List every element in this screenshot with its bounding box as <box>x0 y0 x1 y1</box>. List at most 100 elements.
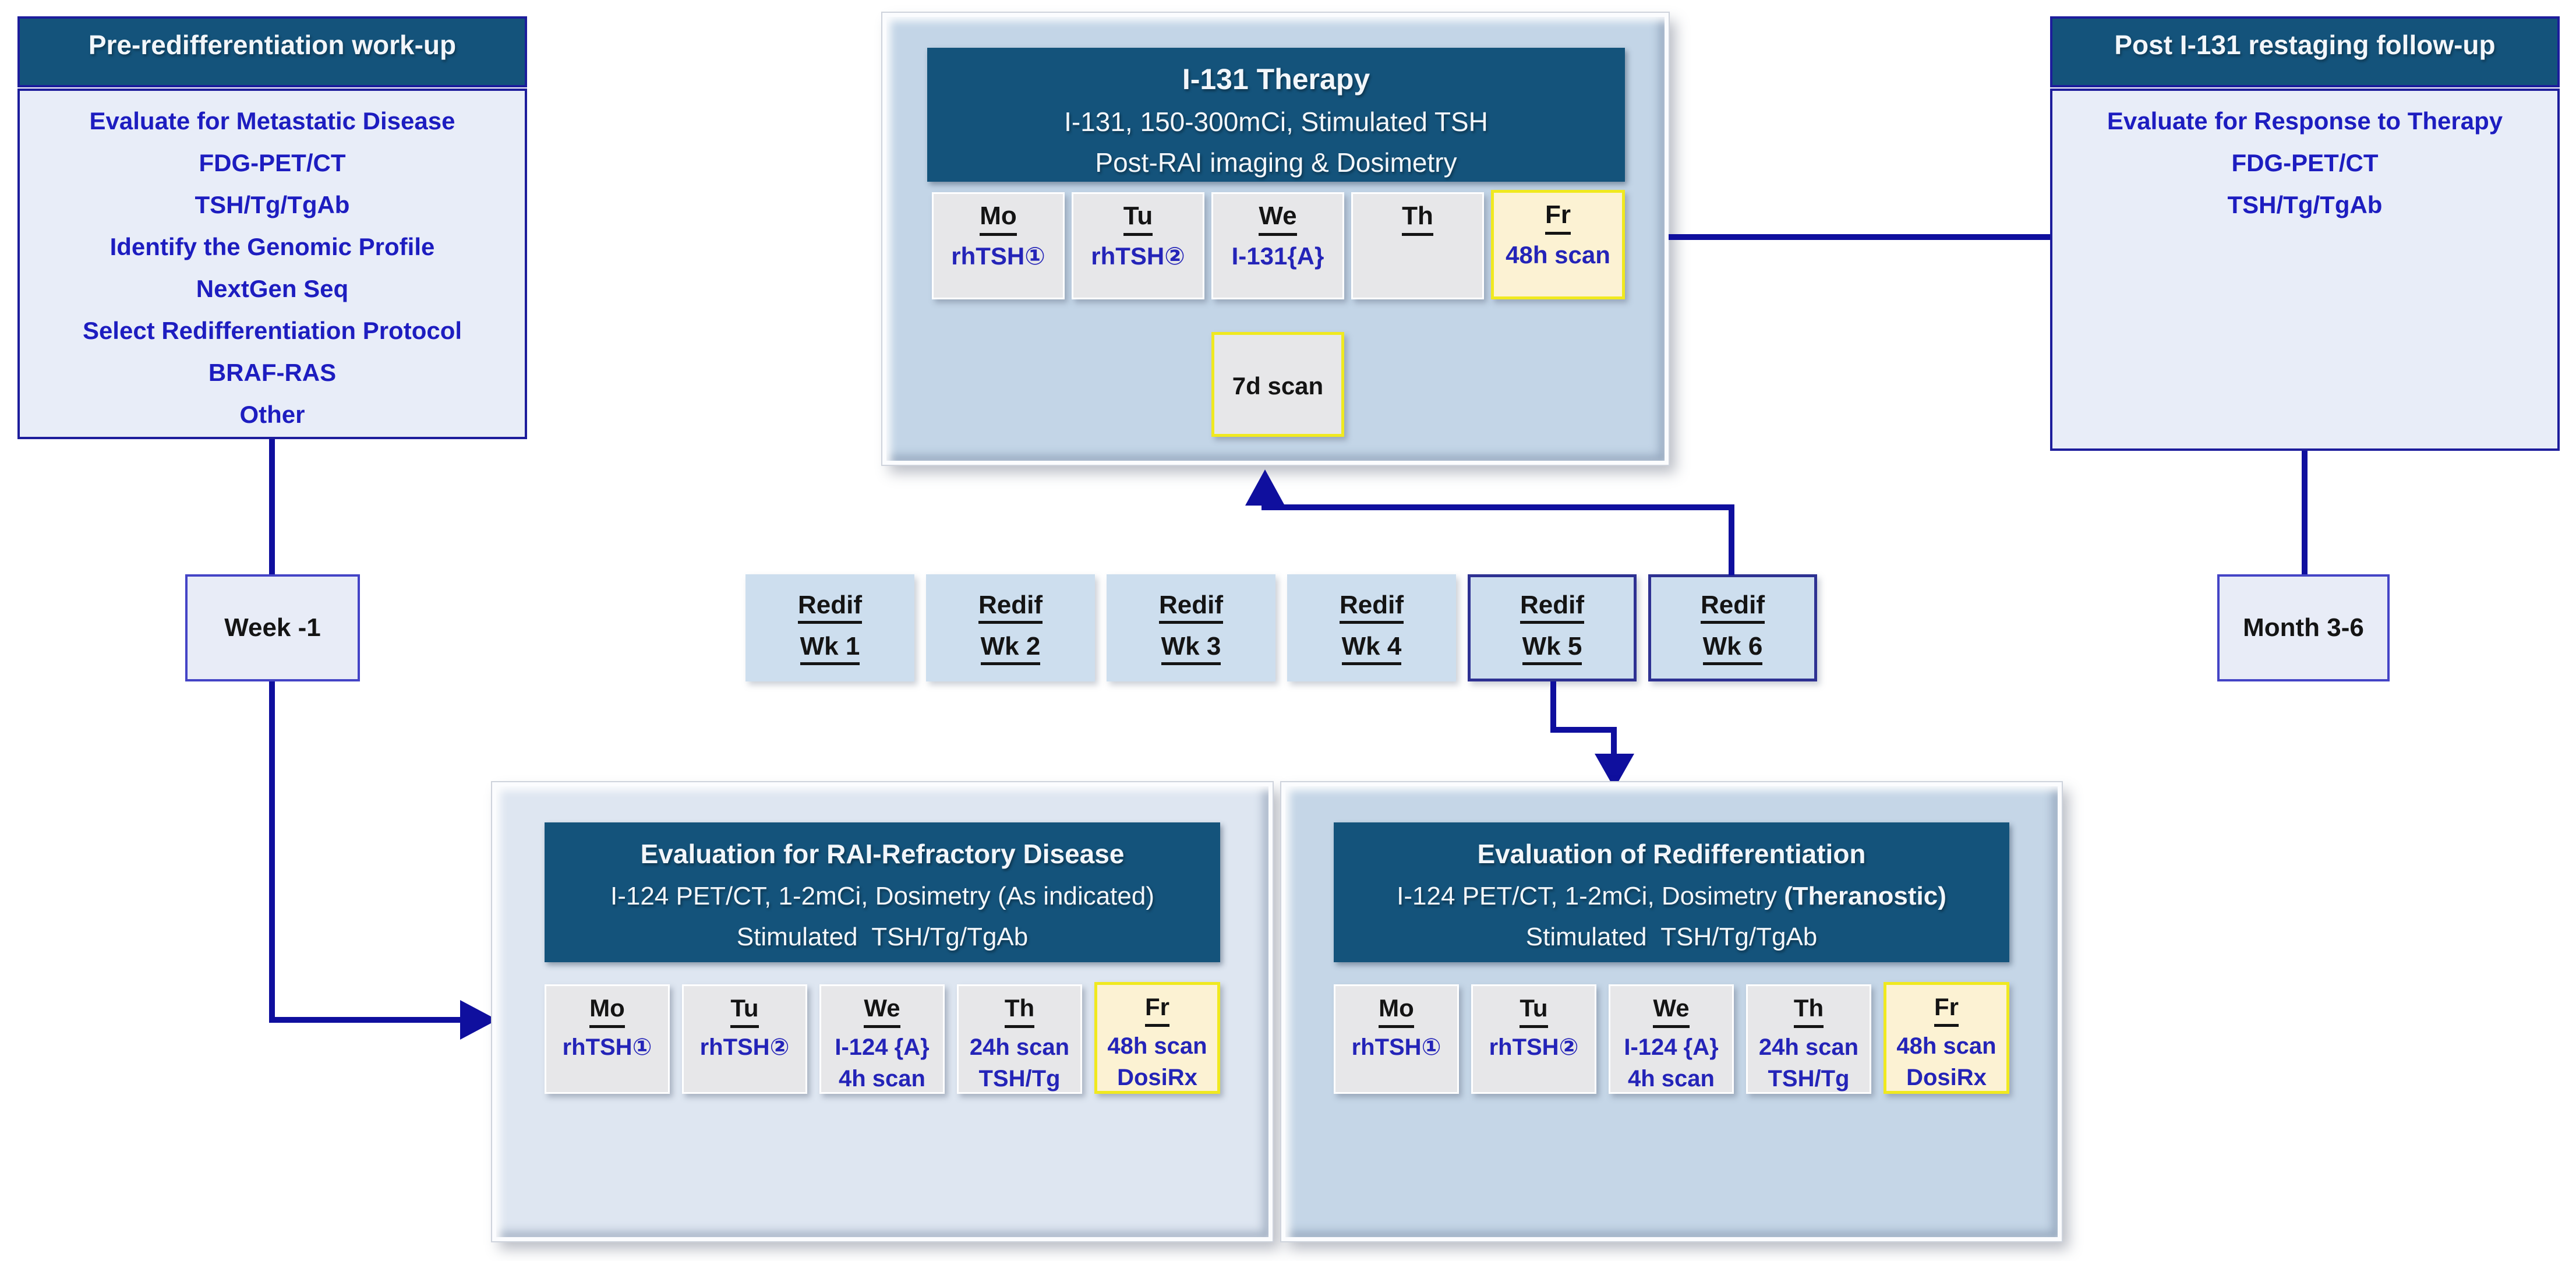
redif-week-number: Wk 5 <box>1522 632 1582 665</box>
post-followup-item: Evaluate for Response to Therapy <box>2107 107 2503 135</box>
day-content: 48h scan <box>1896 1033 1997 1059</box>
redif-eval-title: Evaluation of Redifferentiation <box>1477 839 1866 869</box>
connector-week-to-eval <box>269 1017 461 1023</box>
day-content: I-124 {A} <box>835 1034 930 1060</box>
refractory-day-th: Th 24h scan TSH/Tg <box>957 984 1082 1094</box>
refractory-eval-subtitle1: I-124 PET/CT, 1-2mCi, Dosimetry (As indi… <box>610 882 1155 910</box>
day-label: We <box>1653 993 1690 1028</box>
therapy-subtitle2: Post-RAI imaging & Dosimetry <box>1095 147 1457 178</box>
redif-week-number: Wk 2 <box>980 632 1041 665</box>
day-content: 48h scan <box>1506 241 1610 269</box>
therapy-title: I-131 Therapy <box>1182 63 1370 96</box>
redif-week-4: Redif Wk 4 <box>1287 574 1456 681</box>
month-3-6-label: Month 3-6 <box>2243 613 2364 642</box>
pre-workup-item: TSH/Tg/TgAb <box>195 191 350 218</box>
connector-pre-to-week <box>269 439 275 574</box>
connector-week-down <box>269 681 275 1022</box>
day-label: Tu <box>1520 993 1548 1028</box>
day-content: rhTSH① <box>562 1034 652 1060</box>
day-label: Fr <box>1545 200 1571 235</box>
post-followup-header: Post I-131 restaging follow-up <box>2050 16 2560 87</box>
day-content: 48h scan <box>1107 1033 1207 1059</box>
day-content: 24h scan <box>969 1034 1070 1060</box>
therapy-day-fr: Fr 48h scan <box>1491 190 1625 299</box>
therapy-day-tu: Tu rhTSH② <box>1072 192 1204 299</box>
redif-day-we: We I-124 {A} 4h scan <box>1609 984 1734 1094</box>
pre-workup-header: Pre-redifferentiation work-up <box>17 16 527 87</box>
connector-wk5-right <box>1550 727 1617 733</box>
redif-eval-header: Evaluation of Redifferentiation I-124 PE… <box>1334 822 2009 962</box>
refractory-eval-subtitle2: Stimulated TSH/Tg/TgAb <box>736 923 1029 951</box>
redif-week-number: Wk 4 <box>1341 632 1402 665</box>
redif-label: Redif <box>978 591 1043 624</box>
redif-week-number: Wk 6 <box>1702 632 1763 665</box>
day-label: Fr <box>1145 992 1169 1027</box>
redif-week-5: Redif Wk 5 <box>1468 574 1637 681</box>
refractory-day-fr: Fr 48h scan DosiRx <box>1094 982 1220 1094</box>
redif-day-fr: Fr 48h scan DosiRx <box>1884 982 2009 1094</box>
therapy-subtitle1: I-131, 150-300mCi, Stimulated TSH <box>1064 107 1488 137</box>
day-label: We <box>864 993 900 1028</box>
day-content: I-131{A} <box>1231 242 1324 270</box>
day-content: 4h scan <box>1628 1066 1715 1092</box>
post-followup-title: Post I-131 restaging follow-up <box>2114 30 2496 60</box>
redif-label: Redif <box>1159 591 1223 624</box>
pre-workup-item: Select Redifferentiation Protocol <box>82 317 462 344</box>
refractory-day-tu: Tu rhTSH② <box>682 984 807 1094</box>
day-content: I-124 {A} <box>1624 1034 1719 1060</box>
day-content: 24h scan <box>1758 1034 1859 1060</box>
redif-day-mo: Mo rhTSH① <box>1334 984 1459 1094</box>
connector-wk5-down2 <box>1611 727 1617 755</box>
day-label: We <box>1259 201 1297 236</box>
connector-wk5-down <box>1550 681 1556 733</box>
day-label: Mo <box>589 993 625 1028</box>
redif-week-1: Redif Wk 1 <box>745 574 914 681</box>
redif-eval-subtitle2: Stimulated TSH/Tg/TgAb <box>1525 923 1818 951</box>
redif-day-tu: Tu rhTSH② <box>1471 984 1596 1094</box>
arrowhead-into-therapy-icon <box>1245 469 1285 506</box>
day-label: Th <box>1793 993 1824 1028</box>
redif-week-number: Wk 1 <box>800 632 860 665</box>
refractory-eval-title: Evaluation for RAI-Refractory Disease <box>640 839 1125 869</box>
redif-label: Redif <box>1520 591 1584 624</box>
day-content: rhTSH② <box>1091 242 1185 270</box>
month-3-6-box: Month 3-6 <box>2217 574 2390 681</box>
redif-label: Redif <box>1701 591 1765 624</box>
week-minus-1-box: Week -1 <box>185 574 360 681</box>
redif-label: Redif <box>1340 591 1404 624</box>
day-label: Tu <box>1123 201 1153 236</box>
refractory-day-we: We I-124 {A} 4h scan <box>819 984 945 1094</box>
day-content: DosiRx <box>1117 1065 1197 1090</box>
day-label: Fr <box>1934 992 1959 1027</box>
therapy-header: I-131 Therapy I-131, 150-300mCi, Stimula… <box>927 48 1625 182</box>
day-content: TSH/Tg <box>1768 1066 1850 1092</box>
pre-workup-item: BRAF-RAS <box>208 359 337 386</box>
pre-workup-title: Pre-redifferentiation work-up <box>88 30 457 60</box>
therapy-day-th: Th <box>1351 192 1484 299</box>
day-content: rhTSH② <box>699 1034 790 1060</box>
redif-week-3: Redif Wk 3 <box>1107 574 1275 681</box>
day-content: DosiRx <box>1906 1065 1987 1090</box>
redif-week-2: Redif Wk 2 <box>926 574 1095 681</box>
pre-workup-item: Other <box>239 401 305 428</box>
pre-workup-item: FDG-PET/CT <box>199 149 346 176</box>
day-label: Mo <box>1379 993 1414 1028</box>
redif-eval-subtitle1-text: I-124 PET/CT, 1-2mCi, Dosimetry <box>1397 882 1785 910</box>
redif-day-th: Th 24h scan TSH/Tg <box>1746 984 1871 1094</box>
refractory-eval-header: Evaluation for RAI-Refractory Disease I-… <box>545 822 1220 962</box>
followup-scan-label: 7d scan <box>1232 372 1324 400</box>
redif-eval-subtitle1: I-124 PET/CT, 1-2mCi, Dosimetry (Therano… <box>1334 876 2009 917</box>
arrowhead-into-refractory-box-icon <box>460 1000 497 1040</box>
day-content: rhTSH② <box>1489 1034 1579 1060</box>
connector-wk6-up <box>1729 504 1734 575</box>
pre-workup-item: Identify the Genomic Profile <box>109 233 435 260</box>
refractory-day-mo: Mo rhTSH① <box>545 984 670 1094</box>
post-followup-body: Evaluate for Response to Therapy FDG-PET… <box>2050 89 2560 451</box>
redif-week-6: Redif Wk 6 <box>1648 574 1817 681</box>
redif-eval-theranostic-label: (Theranostic) <box>1784 882 1946 910</box>
pre-workup-item: Evaluate for Metastatic Disease <box>89 107 455 135</box>
day-content: rhTSH① <box>951 242 1045 270</box>
connector-post-to-month <box>2302 451 2308 574</box>
post-followup-item: FDG-PET/CT <box>2231 149 2379 176</box>
